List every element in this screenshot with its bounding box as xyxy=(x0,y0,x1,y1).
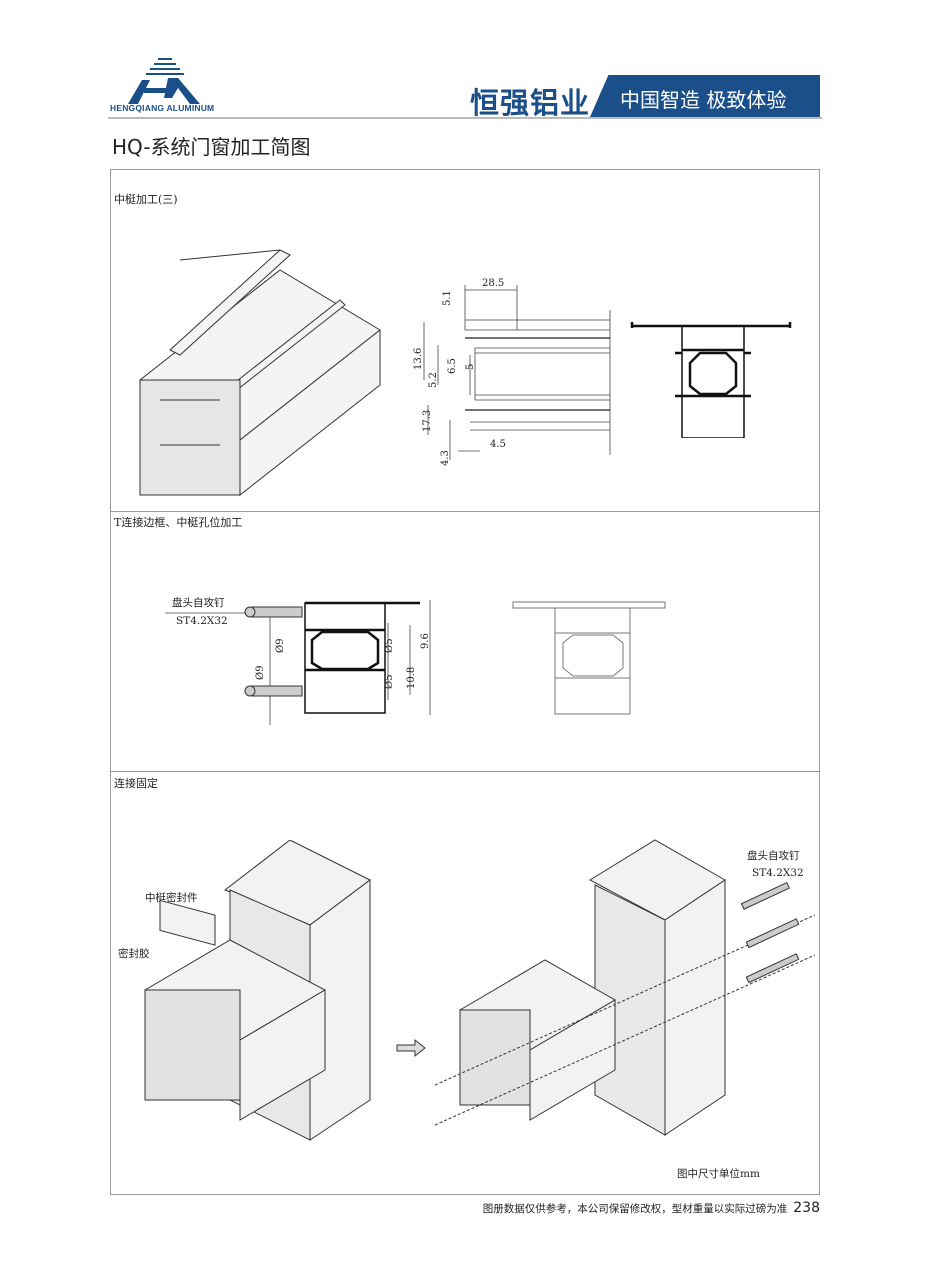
seal-part-label: 中梃密封件 xyxy=(145,892,198,904)
section-divider xyxy=(110,771,820,772)
dim-label: 4.5 xyxy=(490,439,506,450)
sealant-label: 密封胶 xyxy=(118,948,150,960)
screw-name-label: 盘头自攻钉 xyxy=(747,850,800,862)
dim-label: Ø5 xyxy=(384,674,395,689)
footer: 图册数据仅供参考，本公司保留修改权，型材重量以实际过磅为准 238 xyxy=(483,1200,820,1216)
t-connection-drawing: Ø9 Ø5 9.6 Ø9 Ø5 10.8 xyxy=(165,600,431,725)
dim-label: 5 xyxy=(465,364,476,370)
content-frame xyxy=(110,169,820,1195)
logo-text: HENGQIANG ALUMINUM xyxy=(110,103,215,113)
dim-label: 4.3 xyxy=(440,450,451,466)
dim-label: 5.1 xyxy=(442,290,453,306)
dim-label: Ø5 xyxy=(384,638,395,653)
dim-label: 6.5 xyxy=(447,358,458,374)
dim-label: Ø9 xyxy=(275,638,286,653)
mullion-profile-section xyxy=(630,322,792,438)
dim-label: 10.8 xyxy=(406,667,417,689)
connection-isometric-left xyxy=(143,840,371,1141)
logo-mark xyxy=(128,58,200,104)
mullion-isometric-drawing xyxy=(139,249,381,497)
dim-label: 17.3 xyxy=(422,410,433,432)
screw-spec-label: ST4.2X32 xyxy=(752,867,804,879)
header-divider xyxy=(108,117,822,119)
section-dimension-drawing: 28.5 5.1 13.6 5.2 6.5 5 17.3 4.3 4.5 xyxy=(413,278,611,466)
dim-label: 13.6 xyxy=(413,348,424,370)
t-connection-outline-drawing xyxy=(512,601,666,715)
section-label: 连接固定 xyxy=(114,777,158,790)
slogan-banner xyxy=(590,75,820,117)
dim-label: 9.6 xyxy=(420,633,431,649)
section-label: T连接边框、中梃孔位加工 xyxy=(114,516,243,529)
screw-spec-label: ST4.2X32 xyxy=(176,615,228,627)
slogan-text: 中国智造 极致体验 xyxy=(620,88,787,112)
footer-disclaimer: 图册数据仅供参考，本公司保留修改权，型材重量以实际过磅为准 xyxy=(482,1203,788,1215)
screw-name-label: 盘头自攻钉 xyxy=(172,597,225,609)
connection-isometric-right xyxy=(396,839,815,1136)
dim-label: 5.2 xyxy=(428,372,439,388)
unit-note: 图中尺寸单位mm xyxy=(677,1168,760,1180)
dim-label: Ø9 xyxy=(255,665,266,680)
brand-name: 恒强铝业 xyxy=(470,86,591,120)
section-divider xyxy=(110,511,820,512)
dim-label: 28.5 xyxy=(482,278,504,289)
page-title: HQ-系统门窗加工简图 xyxy=(112,135,311,159)
page-number: 238 xyxy=(793,1200,820,1216)
section-label: 中梃加工(三) xyxy=(114,193,178,206)
